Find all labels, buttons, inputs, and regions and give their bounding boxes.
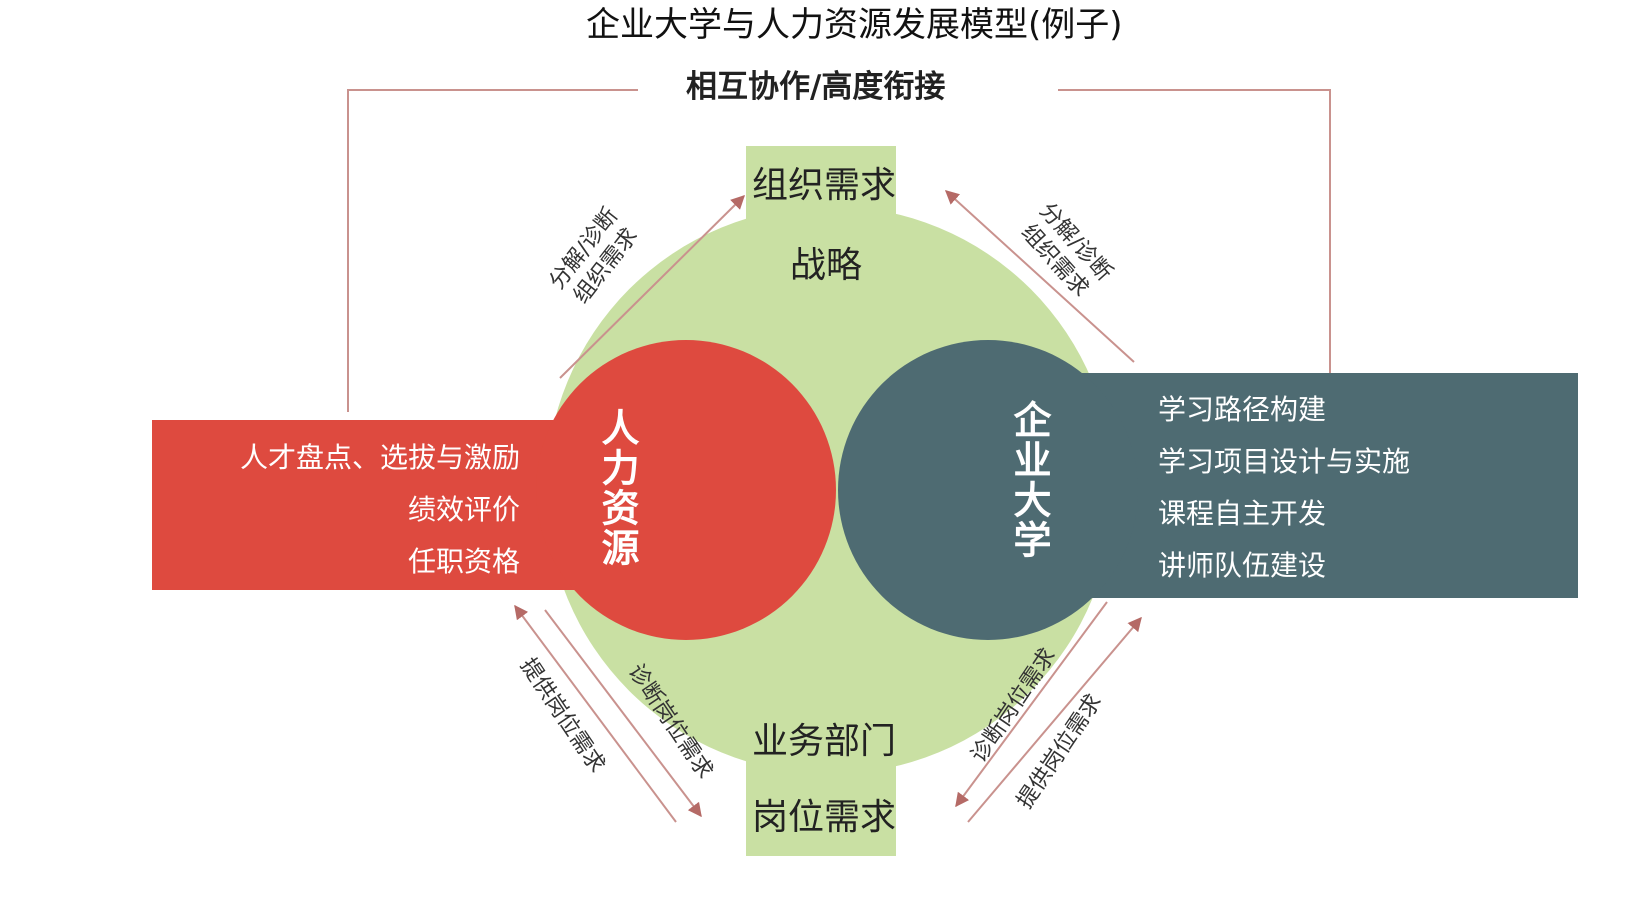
- arrow-lower-right-inner: [955, 601, 1108, 808]
- arrow-lower-left-outer: [514, 604, 677, 823]
- position-demand-label: 岗位需求: [752, 797, 897, 838]
- university-item: 课程自主开发: [1158, 497, 1327, 530]
- position-demand-block: [746, 688, 896, 856]
- arrow-lower-left-inner: [544, 609, 702, 818]
- hr-item: 任职资格: [407, 545, 520, 578]
- diagram-title: 企业大学与人力资源发展模型(例子): [586, 5, 1123, 45]
- university-title: 企业大学: [1007, 400, 1051, 560]
- university-item: 学习路径构建: [1158, 393, 1327, 426]
- strategy-label: 战略: [790, 245, 863, 286]
- hr-title: 人力资源: [595, 408, 639, 568]
- org-demand-label: 组织需求: [752, 165, 897, 206]
- org-demand-block: [746, 146, 896, 300]
- business-dept-label: 业务部门: [752, 721, 897, 762]
- collaboration-label: 相互协作/高度衔接: [686, 69, 946, 105]
- arrow-upper-right: [944, 190, 1135, 363]
- hr-item: 人才盘点、选拔与激励: [239, 441, 520, 474]
- university-circle: [838, 340, 1138, 640]
- arrow-lower-right-outer: [967, 616, 1142, 823]
- university-item: 学习项目设计与实施: [1158, 445, 1411, 478]
- university-item: 讲师队伍建设: [1158, 549, 1327, 582]
- arrow-upper-left: [559, 195, 745, 379]
- collaboration-bracket: [347, 89, 1331, 412]
- hr-circle: [536, 340, 836, 640]
- hr-item: 绩效评价: [407, 493, 520, 526]
